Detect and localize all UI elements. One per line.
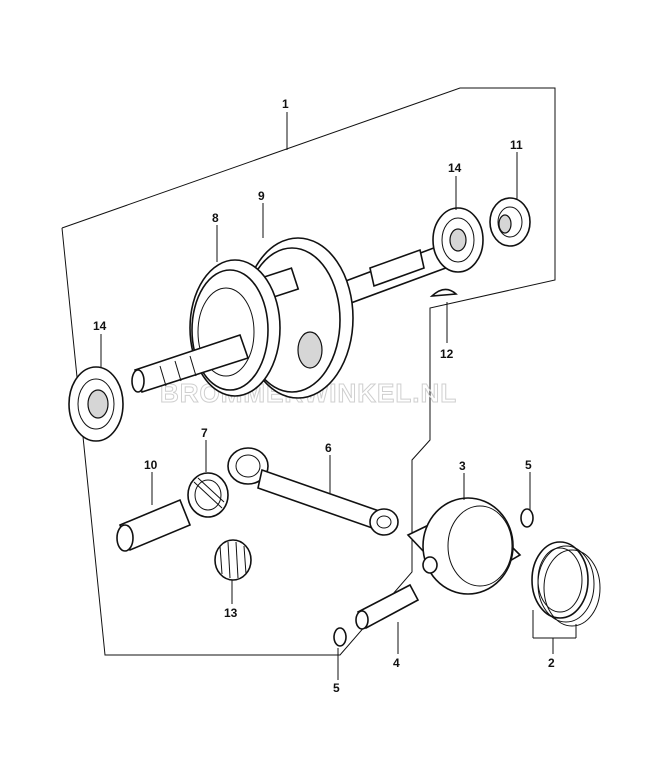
callout-14-upper: 14 bbox=[448, 161, 462, 175]
callout-1: 1 bbox=[282, 97, 289, 111]
callout-13: 13 bbox=[224, 606, 238, 620]
callout-11: 11 bbox=[510, 138, 523, 152]
callout-3: 3 bbox=[459, 459, 466, 473]
piston-rings bbox=[531, 541, 601, 627]
callout-7: 7 bbox=[201, 426, 208, 440]
needle-cage bbox=[214, 539, 252, 581]
leader-lines bbox=[100, 152, 577, 680]
connecting-rod bbox=[227, 447, 399, 536]
callout-5-lower: 5 bbox=[333, 681, 340, 695]
piston bbox=[406, 497, 522, 595]
callout-4: 4 bbox=[393, 656, 400, 670]
callout-2: 2 bbox=[548, 656, 555, 670]
callout-12: 12 bbox=[440, 347, 454, 361]
circlip-lower bbox=[333, 627, 347, 647]
crankshaft bbox=[131, 207, 484, 399]
needle-bearing bbox=[187, 472, 229, 518]
left-bearing bbox=[68, 366, 124, 442]
callout-8: 8 bbox=[212, 211, 219, 225]
callout-14-left: 14 bbox=[93, 319, 107, 333]
woodruff-key bbox=[429, 288, 458, 297]
callout-10: 10 bbox=[144, 458, 158, 472]
crank-pin bbox=[116, 498, 192, 552]
callout-5-upper: 5 bbox=[525, 458, 532, 472]
circlip-upper bbox=[520, 508, 534, 528]
assembly-outline bbox=[61, 87, 556, 656]
callout-6: 6 bbox=[325, 441, 332, 455]
piston-pin bbox=[355, 583, 420, 630]
timing-gear bbox=[489, 197, 531, 247]
callout-9: 9 bbox=[258, 189, 265, 203]
